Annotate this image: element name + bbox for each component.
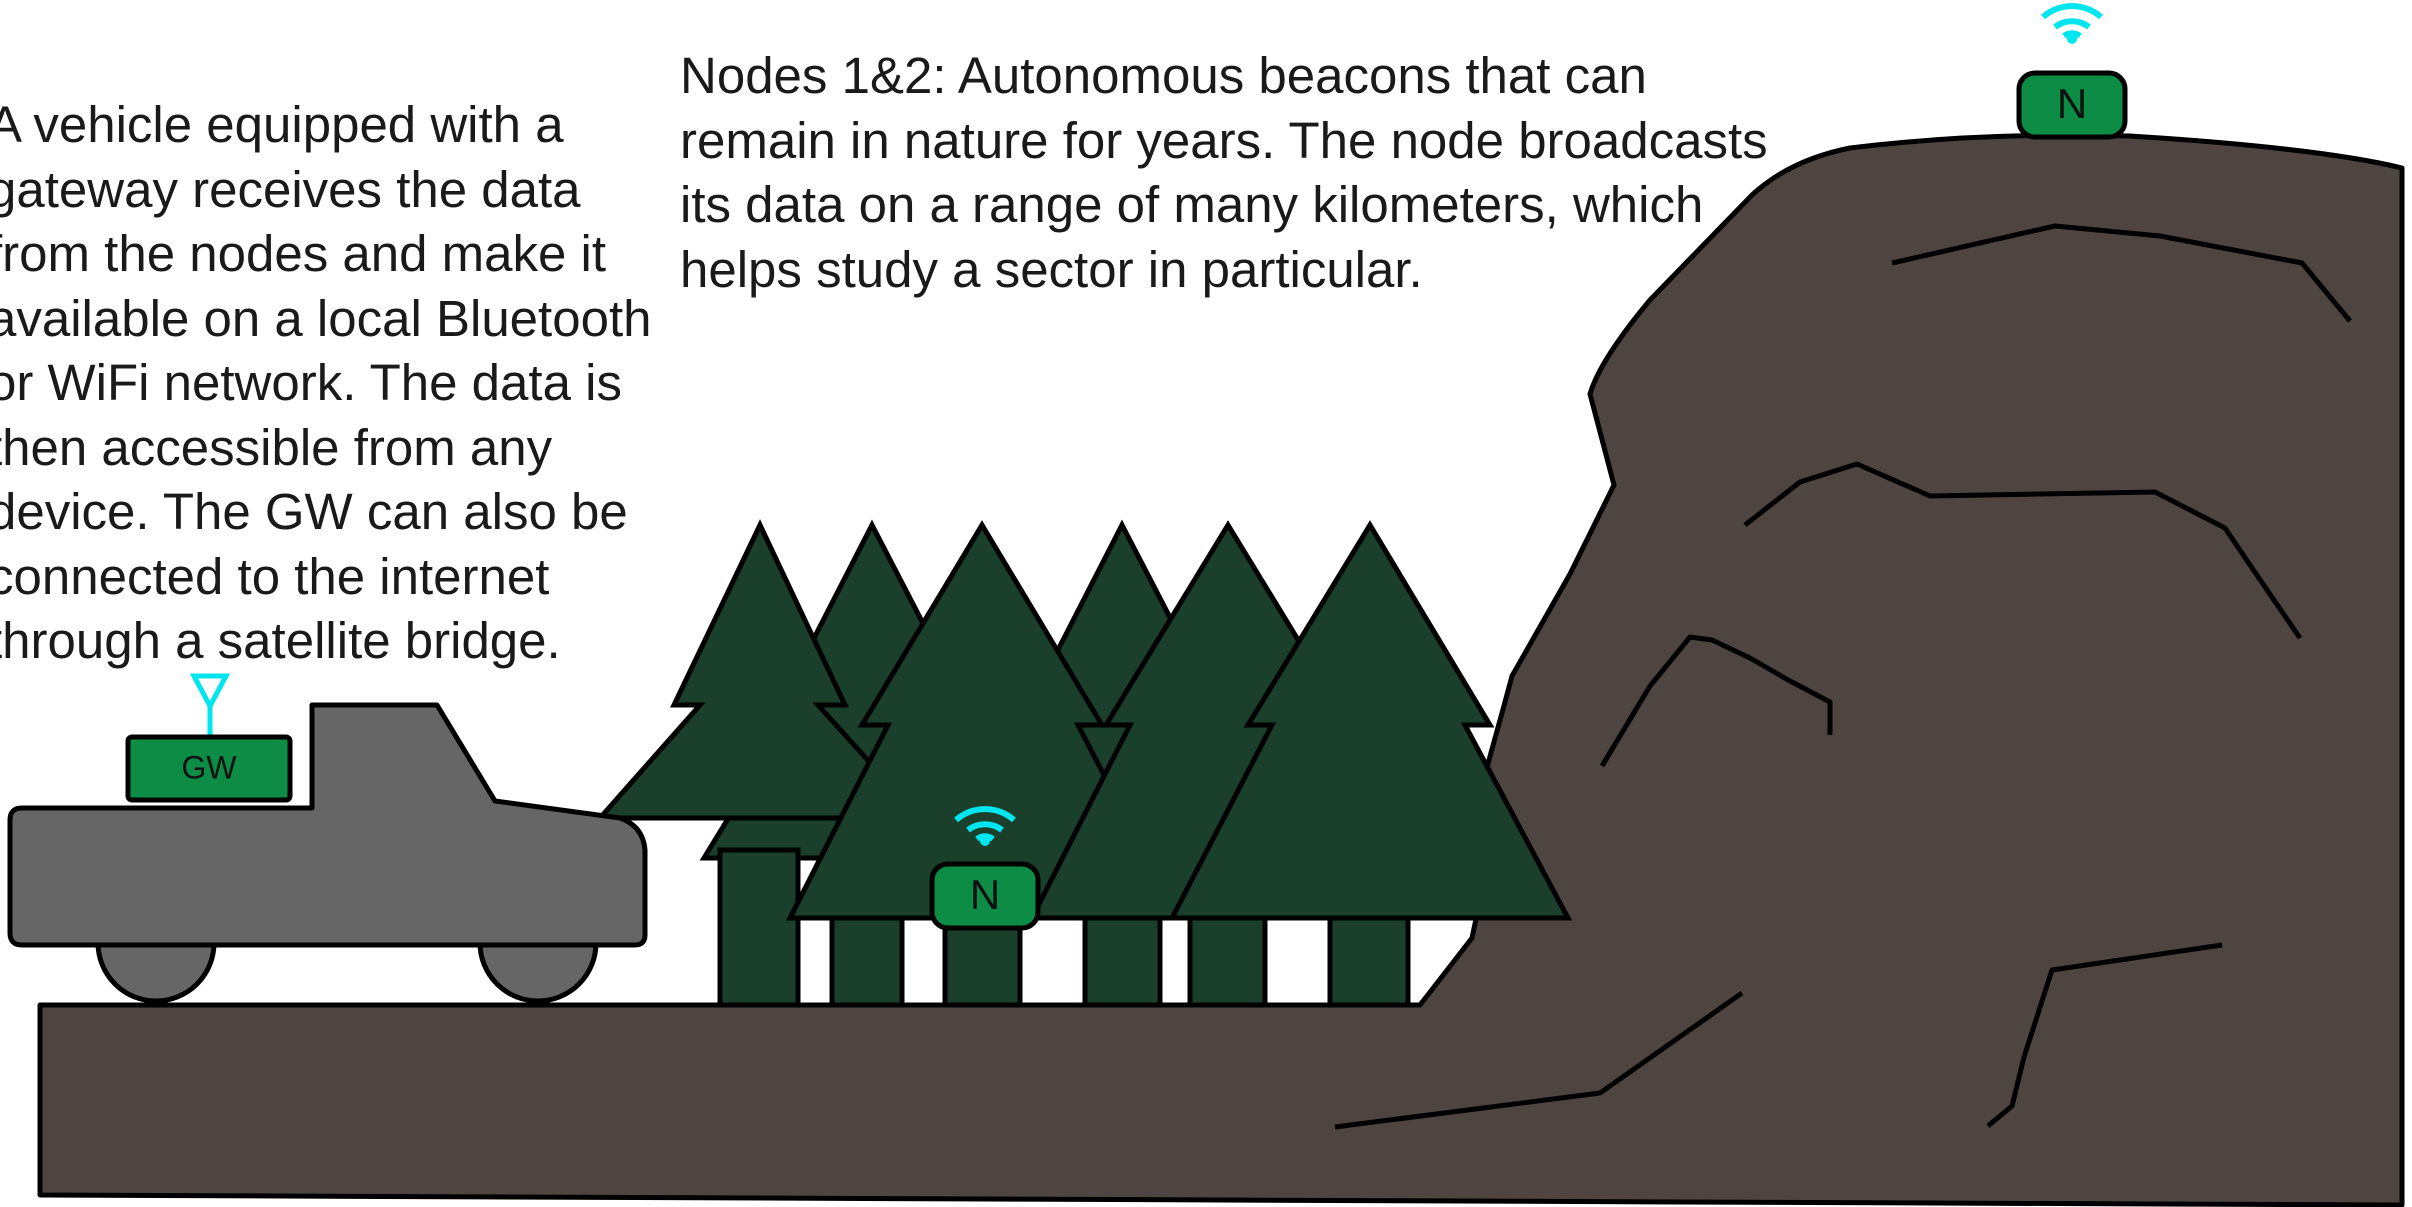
caption-line: or WiFi network. The data is: [0, 354, 622, 411]
caption-line: gateway receives the data: [0, 160, 581, 218]
gateway-device: GW: [125, 734, 293, 803]
caption-line: A vehicle equipped with a: [0, 96, 564, 153]
mountain-cracks: [1334, 223, 2352, 1130]
caption-line: through a satellite bridge.: [0, 612, 561, 669]
wifi-icon: [2041, 3, 2103, 39]
caption-line: available on a local Bluetooth: [0, 289, 652, 347]
caption-line: helps study a sector in particular.: [680, 240, 1423, 298]
vehicle: [7, 702, 648, 1004]
forest-node: N: [929, 806, 1041, 931]
crack: [1334, 990, 1744, 1130]
crack: [1986, 942, 2223, 1128]
forest: [594, 519, 1573, 1008]
crack: [1891, 223, 2352, 323]
caption-line: connected to the internet: [0, 547, 550, 605]
caption-line: from the nodes and make it: [0, 225, 607, 282]
truck-body: [7, 702, 648, 948]
ground-and-mountain: [37, 132, 2405, 1207]
tree: [594, 519, 926, 1008]
caption-line: then accessible from any: [0, 418, 553, 476]
wifi-dot: [980, 836, 990, 846]
wifi-dot: [2067, 34, 2077, 44]
crack: [1743, 461, 2303, 640]
antenna-icon: [189, 673, 231, 738]
tree: [1167, 520, 1573, 1008]
gateway-label: GW: [181, 749, 237, 785]
mountain-node: N: [2016, 3, 2128, 140]
forest-node-label: N: [970, 871, 1000, 918]
caption-line: device. The GW can also be: [0, 483, 628, 540]
mountain-node-label: N: [2057, 80, 2087, 127]
caption-line: remain in nature for years. The node bro…: [680, 111, 1768, 169]
gateway-description: A vehicle equipped with a gateway receiv…: [0, 93, 651, 674]
crack: [1599, 634, 1833, 768]
caption-line: Nodes 1&2: Autonomous beacons that can: [680, 47, 1647, 104]
nodes-description: Nodes 1&2: Autonomous beacons that can r…: [680, 44, 1768, 302]
caption-line: its data on a range of many kilometers, …: [680, 176, 1704, 233]
